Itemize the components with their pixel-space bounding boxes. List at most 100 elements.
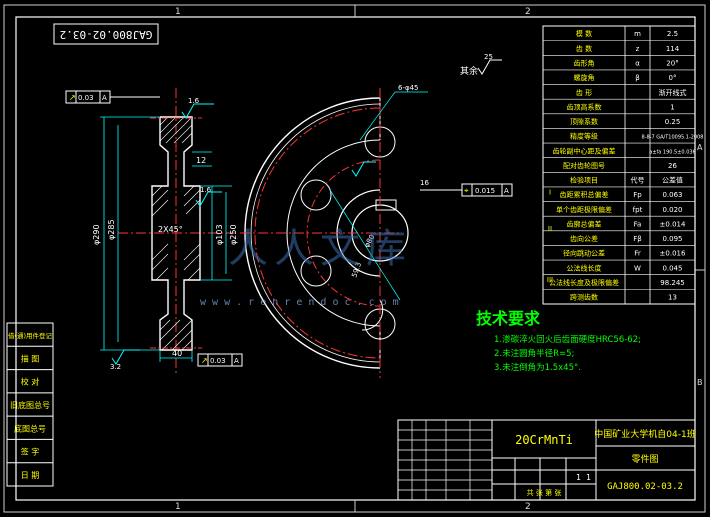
section-view: φ290 φ285 φ103 φ250 40 12 2X45° 1.6 1.6 … <box>65 88 243 375</box>
params-cell: 0.095 <box>662 235 682 243</box>
params-cell: 精度等级 <box>570 132 598 141</box>
zone-label: 2 <box>525 7 531 17</box>
left-panel-item: 旧底图总号 <box>10 400 50 410</box>
watermark-url: w w w . r e n r e n d o c . c o m <box>200 297 399 308</box>
tolerance-frame-top: ↗ 0.03 A <box>65 90 160 104</box>
left-panel-item: 签 字 <box>21 447 40 457</box>
left-panel-item: 底图总号 <box>14 423 46 433</box>
params-cell: β <box>635 74 639 82</box>
params-cell: 单个齿距极限偏差 <box>556 205 612 214</box>
title-sheet: 共 张 第 张 <box>527 488 562 497</box>
params-cell: 0.045 <box>662 264 682 272</box>
rotated-code: GAJ800.02-03.2 <box>60 28 153 41</box>
params-cell: α <box>635 60 640 68</box>
params-cell: 0° <box>669 74 677 82</box>
dim-bore: φ250 <box>229 224 238 245</box>
roughness-bottom: 3.2 <box>110 363 121 371</box>
rotated-code-box <box>53 23 159 45</box>
params-cell: 检验项目 <box>570 176 598 185</box>
params-cell: 0.25 <box>665 118 681 126</box>
title-drawing-code: GAJ800.02-03.2 <box>607 482 683 492</box>
title-block: 20CrMnTi 中国矿业大学机自04-1班 零件图 GAJ800.02-03.… <box>397 419 696 501</box>
params-cell: 13 <box>668 294 677 302</box>
params-cell: 20° <box>666 60 678 68</box>
tech-req-item: 1.渗碳淬火回火后齿面硬度HRC56-62; <box>494 334 641 345</box>
tech-req-title: 技术要求 <box>476 309 541 328</box>
title-part-name: 零件图 <box>631 453 658 465</box>
params-cell: m <box>634 30 641 38</box>
params-cell: a±fa 190.5±0.036 <box>649 149 695 155</box>
params-cell: 26 <box>668 162 677 170</box>
params-cell: 齿距累积总偏差 <box>560 190 609 199</box>
params-cell: 跨测齿数 <box>570 293 598 302</box>
roughness-symbol <box>477 59 502 75</box>
title-scale: 1 <box>576 473 581 482</box>
tolerance-frame-bottom: ↗ 0.03 A <box>197 353 243 367</box>
params-cell: 公差值 <box>662 176 683 185</box>
left-panel-item: 描 图 <box>21 353 40 363</box>
params-cell: 配对齿轮图号 <box>563 161 605 170</box>
params-cell: 齿 形 <box>576 89 592 97</box>
svg-text:A: A <box>234 357 239 365</box>
left-panel-item: 校 对 <box>21 377 40 387</box>
dim-width: 40 <box>172 349 182 358</box>
params-cell: 齿 数 <box>576 44 592 53</box>
tolerance-frame-right: ⌖ 0.015 A <box>420 183 513 197</box>
svg-text:0.03: 0.03 <box>210 357 226 365</box>
zone-label: A <box>697 143 703 152</box>
params-cell: 模 数 <box>576 29 592 38</box>
params-cell: ±0.014 <box>660 220 686 228</box>
roughness-top: 1.6 <box>188 97 200 105</box>
params-cell: 渐开线式 <box>659 88 687 97</box>
params-cell: Fβ <box>633 235 642 243</box>
params-cell: fpt <box>633 206 643 214</box>
params-cell: 齿廓总偏差 <box>567 219 602 228</box>
left-panel-item: 借(通)用件登记 <box>8 331 53 340</box>
dim-holes: 6-φ45 <box>398 84 419 92</box>
params-cell: 0.063 <box>662 191 682 199</box>
params-cell: 0.020 <box>662 206 682 214</box>
title-scale: 1 <box>586 473 591 482</box>
tech-req-item: 3.未注倒角为1.5x45°. <box>494 362 581 373</box>
params-cell: Fa <box>634 220 642 228</box>
params-cell: 齿轮副中心距及偏差 <box>553 146 616 155</box>
svg-text:A: A <box>102 94 107 102</box>
params-cell: 齿顶高系数 <box>567 102 602 111</box>
params-cell: 齿形角 <box>574 59 595 68</box>
params-cell: 2.5 <box>667 30 678 38</box>
roughness-symbol <box>111 349 140 365</box>
front-view: 6-φ45 16 59.3 φ80 ⌖ 0.015 A 其余 25 <box>240 53 513 378</box>
params-cell: 114 <box>666 45 680 53</box>
title-school: 中国矿业大学机自04-1班 <box>594 428 695 440</box>
params-cell: 螺旋角 <box>574 73 595 82</box>
params-cell: Fr <box>634 250 641 258</box>
dim-12: 12 <box>196 156 206 165</box>
params-cell: 代号 <box>631 176 645 185</box>
roughness-hub: 1.6 <box>200 186 212 194</box>
zone-label: 1 <box>175 502 181 512</box>
roughness-other-label: 其余 <box>460 65 478 77</box>
params-group-label: III <box>547 276 553 284</box>
dim-chamfer: 2X45° <box>158 225 183 234</box>
zone-label: 1 <box>175 7 181 17</box>
params-cell: 8-8-7 GA/T10095.1-2008 <box>642 135 704 141</box>
title-material: 20CrMnTi <box>515 433 573 447</box>
svg-text:0.015: 0.015 <box>475 187 495 195</box>
zone-label: B <box>697 378 703 387</box>
svg-text:↗: ↗ <box>69 93 76 102</box>
roughness-symbol <box>351 161 376 177</box>
params-cell: 齿向公差 <box>570 234 598 243</box>
params-cell: 98.245 <box>660 279 685 287</box>
params-group-label: II <box>548 225 552 233</box>
params-group-label: I <box>549 188 551 196</box>
svg-text:↗: ↗ <box>201 356 208 365</box>
tech-req-item: 2.未注圆角半径R=5; <box>494 348 574 359</box>
svg-text:0.03: 0.03 <box>78 94 94 102</box>
roughness-symbol <box>195 191 222 207</box>
params-cell: 顶隙系数 <box>570 117 598 126</box>
dim-keyway: 16 <box>420 179 429 187</box>
params-cell: Fp <box>633 191 642 199</box>
watermark-logo: 人人文库 <box>228 226 412 272</box>
